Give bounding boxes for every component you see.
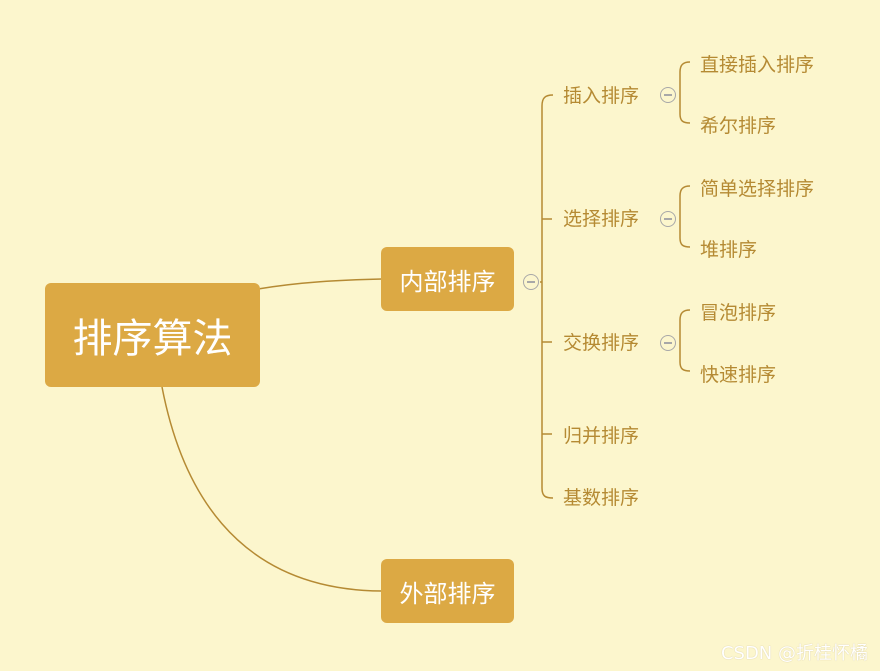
category-select[interactable]: 选择排序	[563, 208, 640, 230]
category-radix[interactable]: 基数排序	[563, 487, 640, 509]
sub-bracket-exchange	[679, 309, 691, 372]
collapse-exchange-icon[interactable]	[660, 335, 676, 351]
leaf-straight-insertion[interactable]: 直接插入排序	[700, 54, 815, 76]
collapse-inner-icon[interactable]	[523, 274, 539, 290]
collapse-insert-icon[interactable]	[660, 87, 676, 103]
leaf-bubble-sort[interactable]: 冒泡排序	[700, 302, 777, 324]
root-node[interactable]: 排序算法	[45, 283, 260, 387]
watermark: CSDN @折桂怀橘	[720, 643, 868, 664]
root-to-inner-line	[257, 278, 383, 290]
outer-sort-label: 外部排序	[399, 579, 496, 608]
outer-sort-node[interactable]: 外部排序	[381, 559, 514, 623]
category-merge[interactable]: 归并排序	[563, 425, 640, 447]
leaf-simple-selection[interactable]: 简单选择排序	[700, 178, 815, 200]
inner-bracket	[541, 94, 554, 499]
collapse-select-icon[interactable]	[660, 211, 676, 227]
root-to-outer-line	[161, 386, 383, 592]
root-label: 排序算法	[72, 316, 233, 362]
sub-bracket-insert	[679, 61, 691, 124]
category-insert[interactable]: 插入排序	[563, 85, 640, 107]
leaf-heap-sort[interactable]: 堆排序	[700, 239, 758, 261]
inner-sort-node[interactable]: 内部排序	[381, 247, 514, 311]
sub-bracket-select	[679, 185, 691, 248]
category-exchange[interactable]: 交换排序	[563, 332, 640, 354]
inner-sort-label: 内部排序	[399, 267, 496, 296]
leaf-shell-sort[interactable]: 希尔排序	[700, 115, 777, 137]
leaf-quick-sort[interactable]: 快速排序	[700, 364, 777, 386]
